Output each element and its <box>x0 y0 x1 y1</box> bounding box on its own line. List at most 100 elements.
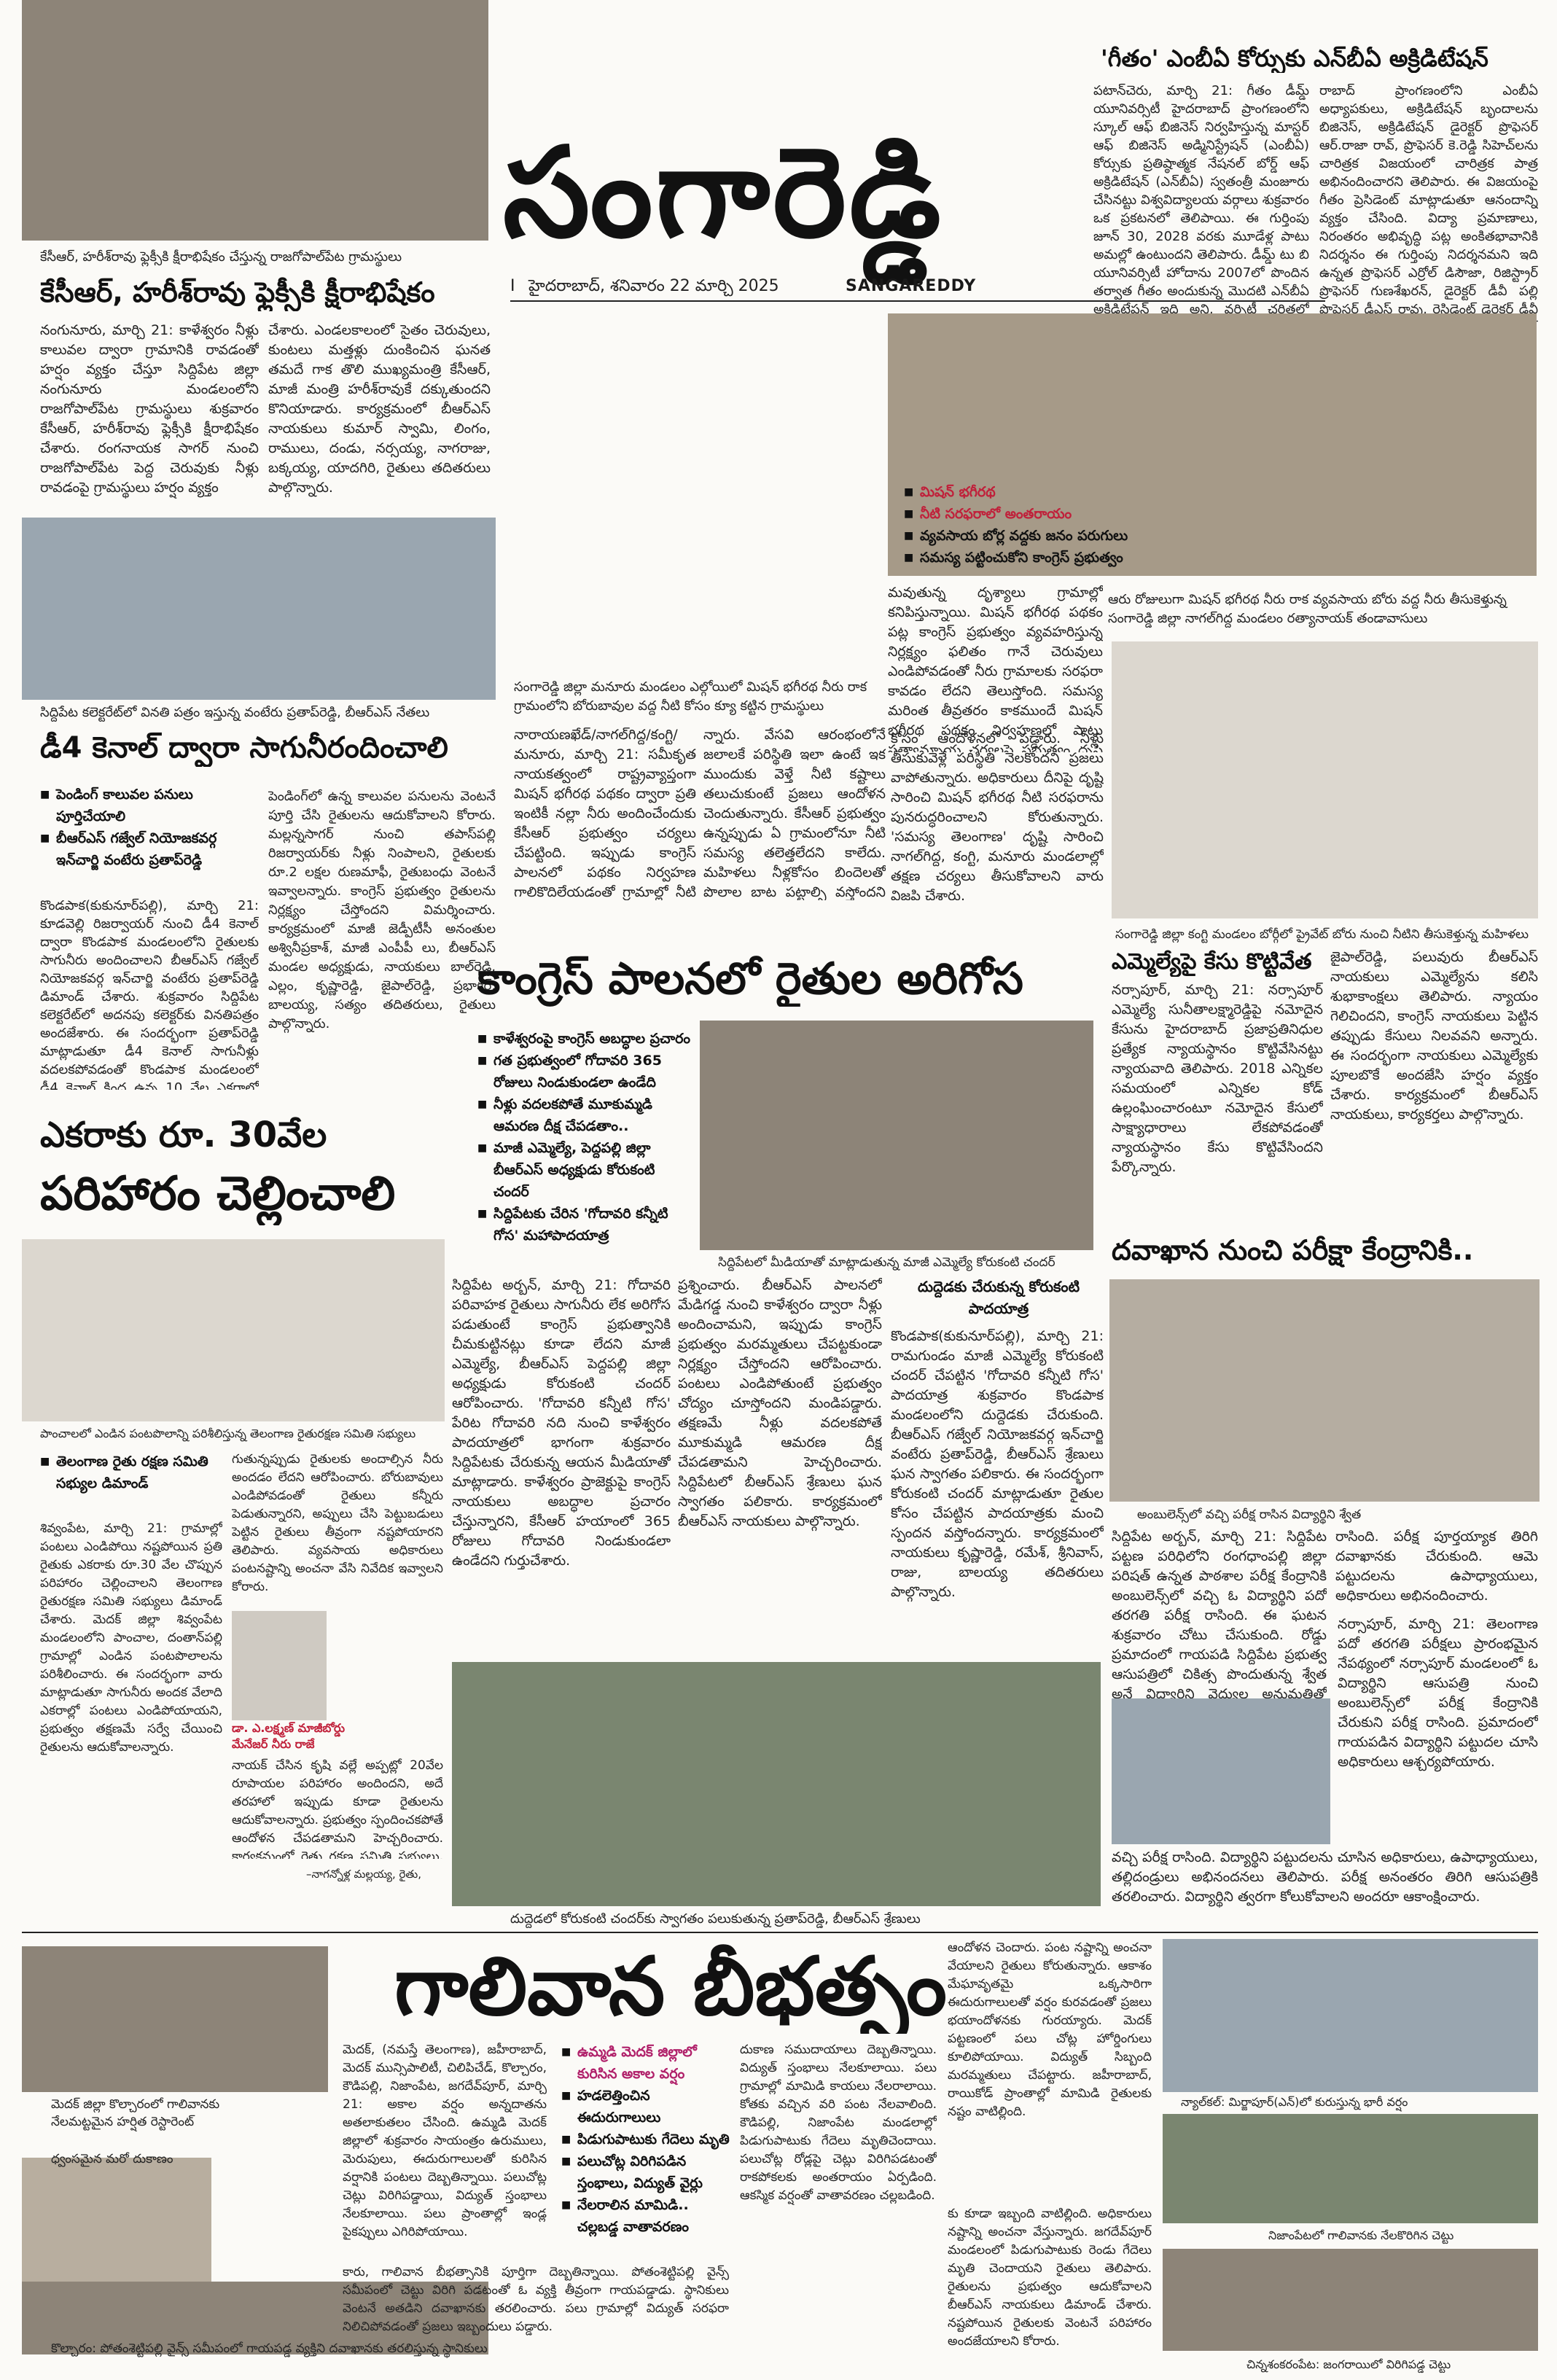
gitam-article: 'గీతం' ఎంబీఏ కోర్సుకు ఎన్‌బీఏ అక్రిడిటేష… <box>1093 44 1538 322</box>
compensation-bullet-1: తెలంగాణ రైతు రక్షణ సమితి సభ్యుల డిమాండ్ <box>40 1451 222 1494</box>
farmers-headline: కాంగ్రెస్ పాలనలో రైతుల అరిగోస <box>477 953 1023 1004</box>
gitam-col2: రాబాద్ ప్రాంగణంలోని ఎంబీఏ అధ్యాపకులు, అక… <box>1319 83 1538 322</box>
rain-bullet-1: ఉమ్మడి మెదక్ జిల్లాలో కురిసిన అకాల వర్షం <box>561 2041 733 2085</box>
rain-col4: ఆందోళన చెందారు. పంట నష్టాన్ని అంచనా వేయా… <box>948 1940 1152 2119</box>
compensation-col2: గుతున్నప్పుడు రైతులకు అందాల్సిన నీరు అంద… <box>232 1452 443 1594</box>
shweta-photo <box>1112 1698 1330 1844</box>
farmer-portrait <box>232 1611 327 1720</box>
rain-right-caption3: చిన్నశంకరంపేట: జంగరాయిలో విరిగిపడ్డ చెట్… <box>1246 2357 1451 2371</box>
rain-bullet-3: పిడుగుపాటుకు గేదెలు మృతి <box>561 2129 733 2150</box>
rain-bullets: ఉమ్మడి మెదక్ జిల్లాలో కురిసిన అకాల వర్షం… <box>561 2041 733 2238</box>
farmers-col2: ప్రశ్నించారు. బీఆర్ఎస్ పాలనలో మేడిగడ్డ న… <box>678 1277 882 1529</box>
d4-bullet-2: బీఆర్ఎస్ గజ్వేల్ నియోజకవర్గ ఇన్‌చార్జి వ… <box>40 827 259 871</box>
rain-col2: కారు, గాలివాన బీభత్సానికి పూర్తిగా దెబ్బ… <box>343 2265 729 2334</box>
compensation-line2: పరిహారం చెల్లించాలి <box>40 1167 396 1221</box>
farmers-col3-head: దుద్దెడకు చేరుకున్న కోరుకంటి పాదయాత్ర <box>917 1278 1080 1317</box>
compensation-byline: డా. ఎ.లక్ష్మణ్ మాజీబోర్డు మేనేజర్ నీరు ర… <box>232 1720 443 1752</box>
rain-left-caption: మెదక్ జిల్లా కొల్చారంలో గాలివానకు నేలమట్… <box>51 2097 220 2129</box>
masthead-roman: SANGAREDDY <box>846 277 977 295</box>
dawakhana-headline: దవాఖాన నుంచి పరీక్షా కేంద్రానికి.. <box>1112 1234 1474 1266</box>
kcr-col2: చేశారు. ఎండలకాలంలో సైతం చెరువులు, కుంటలు… <box>268 322 491 496</box>
bhagiratha-body-c: న్నారు. వేసవి ఆరంభంలోనే జలాలకే పరిస్థితి… <box>703 727 886 900</box>
duddeda-photo-caption: దుద్దెడలో కోరుకంటి చందర్‌కు స్వాగతం పలుక… <box>510 1911 921 1927</box>
kcr-col1: నంగునూరు, మార్చి 21: కాళేశ్వరం నీళ్లు కా… <box>40 322 259 496</box>
dateline: హైదరాబాద్, శనివారం 22 మార్చి 2025 <box>528 277 779 295</box>
rain-headline: గాలివాన బీభత్సం <box>394 1940 947 2033</box>
rain-photo-left-top <box>22 1946 328 2092</box>
rain-right-caption2: నిజాంపేటలో గాలివానకు నేలకొరిగిన చెట్టు <box>1268 2228 1454 2242</box>
bhagiratha-bullet-2: నీటి సరఫరాలో అంతరాయం <box>904 503 1144 525</box>
gitam-col1: పటాన్‌చెరు, మార్చి 21: గీతం డీమ్డ్ యూనివ… <box>1093 83 1309 322</box>
farmers-bullet-3: నీళ్లు వదలకపోతే మూకుమ్మడి ఆమరణ దీక్ష చేప… <box>477 1093 692 1137</box>
bhagiratha-bullet-4: సమస్య పట్టించుకోని కాంగ్రెస్ ప్రభుత్వం <box>904 547 1144 569</box>
mla-case-headline: ఎమ్మెల్యేపై కేసు కొట్టివేత <box>1112 949 1312 975</box>
masthead: సంగారెడ్డి I హైదరాబాద్, శనివారం 22 మార్చ… <box>0 0 1086 295</box>
farmers-col3: కొండపాక(కుకునూర్‌పల్లి), మార్చి 21: రామగ… <box>891 1328 1104 1600</box>
farmers-photo <box>700 1021 1093 1250</box>
rain-bullet-2: హడలెత్తించిన ఈదురుగాలులు <box>561 2085 733 2129</box>
rain-photo-left-bottom <box>22 2282 488 2354</box>
farmers-bullet-2: గత ప్రభుత్వంలో గోదావరి 365 రోజులు నిండుక… <box>477 1050 692 1093</box>
compensation-col3: నాయక్ చేసిన కృషి వల్లే అప్పట్లో 20వేల రూ… <box>232 1758 443 1859</box>
kcr-photo-caption: కేసీఆర్, హరీశ్‌రావు ఫ్లెక్సీకి క్షీరాభిష… <box>40 249 402 265</box>
edition-mark: I <box>510 277 515 295</box>
farmers-bullet-1: కాళేశ్వరంపై కాంగ్రెస్ అబద్ధాల ప్రచారం <box>477 1028 692 1050</box>
farmers-photo-caption: సిద్దిపేటలో మీడియాతో మాట్లాడుతున్న మాజీ … <box>718 1255 1055 1270</box>
d4-bullets: పెండింగ్ కాలువల పనులు పూర్తిచేయాలి బీఆర్… <box>40 784 259 871</box>
rain-col1: మెదక్, (నమస్తే తెలంగాణ), జహీరాబాద్, మెదక… <box>343 2042 547 2239</box>
dawakhana-col1: సిద్దిపేట అర్బన్, మార్చి 21: సిద్దిపేట ప… <box>1112 1529 1327 1702</box>
masthead-title: సంగారెడ్డి <box>503 121 944 265</box>
d4-bullet-1: పెండింగ్ కాలువల పనులు పూర్తిచేయాలి <box>40 784 259 827</box>
rain-top-rule <box>22 1932 1538 1933</box>
dawakhana-col2: రాసింది. పరీక్ష పూర్తయ్యాక తిరిగి దవాఖాన… <box>1335 1529 1538 1604</box>
d4-photo-caption: సిద్దిపేట కలెక్టరేట్‌లో వినతి పత్రం ఇస్త… <box>40 705 430 720</box>
bhagiratha-body-b: నారాయణఖేడ్/నాగల్‌గిద్ద/కంగ్టి/మనూరు, మార… <box>514 727 696 900</box>
rain-right-caption: న్యాల్‌కల్: మిర్జాపూర్(ఎన్)లో కురుస్తున్… <box>1181 2095 1408 2109</box>
d4-col1: కొండపాక(కుకునూర్‌పల్లి), మార్చి 21: కూడవ… <box>40 898 259 1090</box>
duddeda-photo <box>452 1662 1101 1906</box>
bhagiratha-bullet-1: మిషన్ భగీరథ <box>904 481 1144 503</box>
rain-bullet-4: పలుచోట్ల విరిగిపడిన స్తంభాలు, విద్యుత్ వ… <box>561 2150 733 2194</box>
farmers-bullet-4: మాజీ ఎమ్మెల్యే, పెద్దపల్లి జిల్లా బీఆర్ఎ… <box>477 1137 692 1203</box>
kcr-headline: కేసీఆర్, హరీశ్‌రావు ఫ్లెక్సీకి క్షీరాభిష… <box>40 276 435 308</box>
bhagiratha-bullets: మిషన్ భగీరథ నీటి సరఫరాలో అంతరాయం వ్యవసాయ… <box>904 481 1144 569</box>
rain-photo-right-bottom <box>1163 2249 1538 2351</box>
kcr-photo <box>22 0 488 241</box>
rain-bullet-5: నేలరాలిన మామిడి.. చల్లబడ్డ వాతావరణం <box>561 2194 733 2238</box>
gitam-headline: 'గీతం' ఎంబీఏ కోర్సుకు ఎన్‌బీఏ అక్రిడిటేష… <box>1101 44 1488 72</box>
farmers-col1: సిద్దిపేట అర్బన్, మార్చి 21: గోదావరి పరి… <box>452 1277 671 1569</box>
rain-photo-right-mid <box>1163 2114 1538 2223</box>
dawakhana-photo <box>1109 1279 1540 1502</box>
mla-case-col2: జైపాల్‌రెడ్డి, పలువురు బీఆర్ఎస్ నాయకులు … <box>1330 949 1538 1123</box>
dawakhana-photo-caption: అంబులెన్స్‌లో వచ్చి పరీక్ష రాసిన విద్యార… <box>1137 1507 1362 1522</box>
kangti-photo <box>1112 641 1538 918</box>
rain-col5: కు కూడా ఇబ్బంది వాటిల్లింది. అధికారులు న… <box>948 2207 1152 2349</box>
farmers-bullet-5: సిద్దిపేటకు చేరిన 'గోదావరి కన్నీటి గోస' … <box>477 1203 692 1246</box>
rain-photo-left-mid <box>22 2158 211 2282</box>
dawakhana-sub: నర్సాపూర్, మార్చి 21: తెలంగాణ పదో తరగతి … <box>1338 1616 1538 1770</box>
compensation-photo-caption: పాంచాలలో ఎండిన పంటపొలాన్ని పరిశీలిస్తున్… <box>40 1427 416 1440</box>
d4-col2: పెండింగ్‌లో ఉన్న కాలువల పనులను వెంటనే పూ… <box>268 789 496 1031</box>
rain-col3: దుకాణ సముదాయాలు దెబ్బతిన్నాయి. విద్యుత్ … <box>740 2042 937 2203</box>
mla-case-col1: నర్సాపూర్, మార్చి 21: నర్సాపూర్ ఎమ్మెల్య… <box>1112 982 1323 1175</box>
bhagiratha-body-a: మవుతున్న దృశ్యాలు గ్రామాల్లో కనిపిస్తున్… <box>888 585 1103 752</box>
byline-role: డా. ఎ.లక్ష్మణ్ మాజీబోర్డు <box>232 1721 346 1735</box>
kangti-photo-caption: సంగారెడ్డి జిల్లా కంగ్టి మండలం బోర్గీలో … <box>1115 927 1529 942</box>
byline-name: మేనేజర్ నీరు రాజే <box>232 1737 315 1751</box>
d4-photo <box>22 518 496 700</box>
rain-bottom-caption: కొల్చారం: పోతంశెట్టిపల్లి వైన్స్ సమీపంలో… <box>51 2341 488 2356</box>
rain-left-caption2: ధ్వంసమైన మరో దుకాణం <box>51 2152 173 2166</box>
d4-headline: డీ4 కెనాల్ ద్వారా సాగునీరందించాలి <box>40 731 448 765</box>
bhagiratha-photo-caption: ఆరు రోజులుగా మిషన్ భగీరథ నీరు రాక వ్యవసా… <box>1108 592 1507 626</box>
compensation-sign: –నాగన్నోళ్ల మల్లయ్య, రైతు, పాంచాల <box>306 1868 422 1881</box>
bhagiratha-body-d: కోసం ఆందోళనలో పడ్డారు. నీళ్లు తీసుకువెళ్… <box>891 730 1104 900</box>
compensation-col1: శివ్వంపేట, మార్చి 21: గ్రామాల్లో పంటలు ఎ… <box>40 1521 222 1755</box>
bhagiratha-bullet-3: వ్యవసాయ బోర్ల వద్దకు జనం పరుగులు <box>904 525 1144 547</box>
rain-photo-right-top <box>1163 1939 1538 2092</box>
compensation-photo <box>22 1239 445 1421</box>
bhagiratha-photo2-caption: సంగారెడ్డి జిల్లా మనూరు మండలం ఎల్గోయిలో … <box>514 679 867 714</box>
compensation-bullets: తెలంగాణ రైతు రక్షణ సమితి సభ్యుల డిమాండ్ <box>40 1451 222 1494</box>
masthead-underline <box>510 300 1325 302</box>
compensation-line1: ఎకరాకు రూ. 30వేల <box>40 1115 327 1155</box>
farmers-bullets: కాళేశ్వరంపై కాంగ్రెస్ అబద్ధాల ప్రచారం గత… <box>477 1028 692 1246</box>
